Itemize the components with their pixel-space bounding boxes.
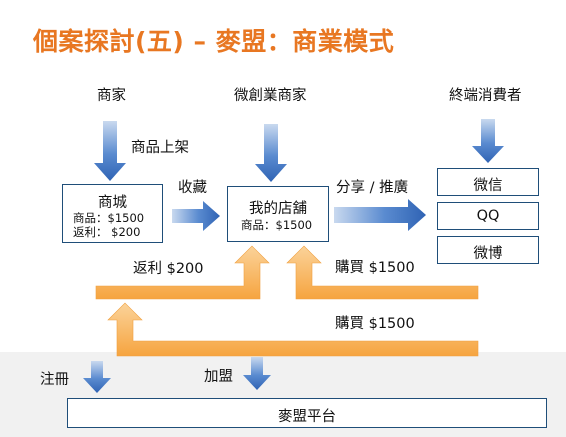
register-label: 注冊 xyxy=(40,372,69,388)
collect-right-arrow xyxy=(172,201,220,231)
channel-weibo-label: 微博 xyxy=(473,246,503,262)
consumer-down-arrow xyxy=(472,119,504,163)
mall-rebate: 返利： $200 xyxy=(73,225,141,239)
purchase-flow-arrow-lower xyxy=(107,302,479,357)
rebate-label: 返利 $200 xyxy=(133,261,204,277)
join-down-arrow xyxy=(243,357,271,390)
platform-label: 麥盟平台 xyxy=(278,409,336,425)
listing-label: 商品上架 xyxy=(131,140,189,156)
my-shop-box: 我的店舖 商品：$1500 xyxy=(227,186,329,242)
slide-title: 個案探討(五) – 麥盟：商業模式 xyxy=(33,27,395,56)
channel-wechat-label: 微信 xyxy=(473,178,503,194)
my-shop-price: 商品：$1500 xyxy=(241,218,313,232)
share-right-arrow xyxy=(334,199,426,231)
merchant-label: 商家 xyxy=(97,88,126,104)
mall-box: 商城 商品：$1500 返利： $200 xyxy=(62,184,163,243)
channel-qq-label: QQ xyxy=(476,208,500,224)
platform-box: 麥盟平台 xyxy=(67,398,547,428)
collect-label: 收藏 xyxy=(178,180,207,196)
channel-weibo-box: 微博 xyxy=(437,236,539,264)
register-down-arrow xyxy=(83,361,111,393)
purchase-label-upper: 購買 $1500 xyxy=(335,260,415,276)
join-label: 加盟 xyxy=(204,369,233,385)
listing-down-arrow xyxy=(94,121,126,181)
my-shop-title: 我的店舖 xyxy=(249,201,307,217)
purchase-label-lower: 購買 $1500 xyxy=(335,316,415,332)
mall-title: 商城 xyxy=(98,195,127,211)
mall-price: 商品：$1500 xyxy=(73,211,145,225)
consumer-label: 終端消費者 xyxy=(449,88,522,104)
purchase-flow-arrow-upper xyxy=(286,245,479,300)
channel-wechat-box: 微信 xyxy=(437,168,539,196)
channel-qq-box: QQ xyxy=(437,202,539,230)
my-merchant-down-arrow xyxy=(255,124,287,182)
rebate-flow-arrow xyxy=(95,245,270,300)
share-promote-label: 分享 / 推廣 xyxy=(336,180,409,196)
my-merchant-label: 微創業商家 xyxy=(234,88,307,104)
